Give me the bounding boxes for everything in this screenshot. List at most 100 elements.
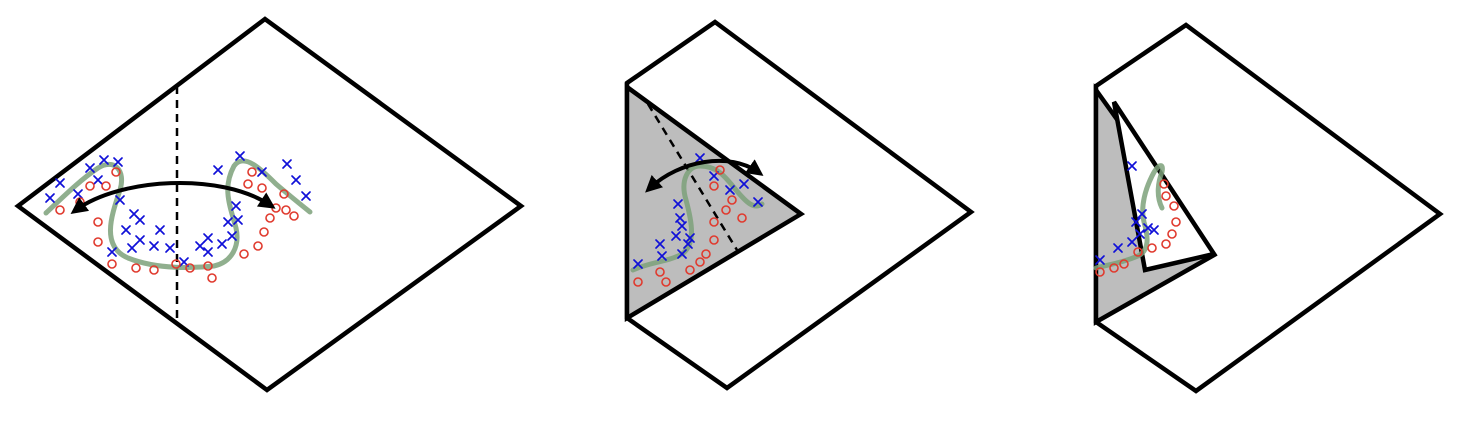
o-marker: [633, 277, 643, 287]
x-marker: [85, 163, 95, 173]
o-marker: [207, 273, 217, 283]
o-marker: [171, 259, 181, 269]
x-marker: [135, 235, 145, 245]
o-marker: [131, 263, 141, 273]
x-marker: [93, 175, 103, 185]
o-marker: [1171, 217, 1181, 227]
x-marker: [675, 213, 685, 223]
x-marker: [235, 151, 245, 161]
x-marker: [1135, 229, 1145, 239]
o-marker: [709, 235, 719, 245]
o-marker: [257, 183, 267, 193]
decision-boundary-curve: [1093, 163, 1165, 271]
x-marker: [1127, 237, 1137, 247]
o-marker: [259, 227, 269, 237]
o-marker: [1119, 259, 1129, 269]
o-marker: [185, 263, 195, 273]
x-marker: [657, 251, 667, 261]
o-marker: [265, 213, 275, 223]
x-marker: [223, 217, 233, 227]
o-marker: [1161, 191, 1171, 201]
class-x-points: [1095, 161, 1159, 265]
x-marker: [233, 215, 243, 225]
o-marker: [239, 249, 249, 259]
x-marker: [282, 159, 292, 169]
x-marker: [217, 239, 227, 249]
o-marker: [93, 237, 103, 247]
x-marker: [683, 239, 693, 249]
x-marker: [165, 243, 175, 253]
o-marker: [685, 265, 695, 275]
panel-unfolded: [14, 16, 525, 393]
x-marker: [1149, 225, 1159, 235]
decision-boundary-curve: [43, 158, 313, 271]
o-marker: [149, 265, 159, 275]
x-marker: [655, 239, 665, 249]
x-marker: [203, 247, 213, 257]
x-marker: [1131, 217, 1141, 227]
x-marker: [45, 193, 55, 203]
o-marker: [1133, 247, 1143, 257]
x-marker: [291, 175, 301, 185]
o-marker: [203, 261, 213, 271]
o-marker: [727, 195, 737, 205]
o-marker: [1161, 239, 1171, 249]
o-marker: [655, 267, 665, 277]
o-marker: [1169, 201, 1179, 211]
x-marker: [121, 225, 131, 235]
x-marker: [753, 197, 763, 207]
panel-folded-once: [624, 19, 975, 391]
o-marker: [247, 167, 257, 177]
x-marker: [1095, 255, 1105, 265]
x-marker: [55, 178, 65, 188]
o-marker: [107, 259, 117, 269]
o-marker: [709, 217, 719, 227]
o-marker: [737, 213, 747, 223]
o-marker: [661, 277, 671, 287]
o-marker: [111, 167, 121, 177]
o-marker: [289, 211, 299, 221]
o-marker: [279, 189, 289, 199]
x-marker: [1127, 161, 1137, 171]
class-o-points: [1095, 179, 1181, 277]
x-marker: [195, 241, 205, 251]
x-marker: [1113, 243, 1123, 253]
o-marker: [93, 217, 103, 227]
o-marker: [1159, 179, 1169, 189]
x-marker: [1137, 209, 1147, 219]
o-marker: [281, 205, 291, 215]
o-marker: [253, 241, 263, 251]
x-marker: [671, 231, 681, 241]
x-marker: [127, 243, 137, 253]
x-marker: [203, 233, 213, 243]
x-marker: [633, 259, 643, 269]
x-marker: [1143, 223, 1153, 233]
x-marker: [227, 231, 237, 241]
panel-folded-twice: [1093, 22, 1444, 394]
o-marker: [1167, 229, 1177, 239]
x-marker: [149, 241, 159, 251]
x-marker: [677, 221, 687, 231]
o-marker: [1109, 263, 1119, 273]
o-marker: [243, 179, 253, 189]
x-marker: [113, 157, 123, 167]
x-marker: [677, 249, 687, 259]
x-marker: [155, 225, 165, 235]
x-marker: [673, 199, 683, 209]
class-o-points: [55, 167, 299, 283]
x-marker: [685, 233, 695, 243]
second-fold-flap: [1111, 100, 1218, 273]
swap-arrow: [645, 159, 764, 193]
x-marker: [257, 167, 267, 177]
o-marker: [701, 249, 711, 259]
o-marker: [1147, 243, 1157, 253]
swap-arrow: [70, 180, 276, 214]
x-marker: [107, 247, 117, 257]
o-marker: [695, 257, 705, 267]
x-marker: [213, 165, 223, 175]
o-marker: [101, 181, 111, 191]
class-x-points: [45, 151, 311, 267]
x-marker: [301, 191, 311, 201]
